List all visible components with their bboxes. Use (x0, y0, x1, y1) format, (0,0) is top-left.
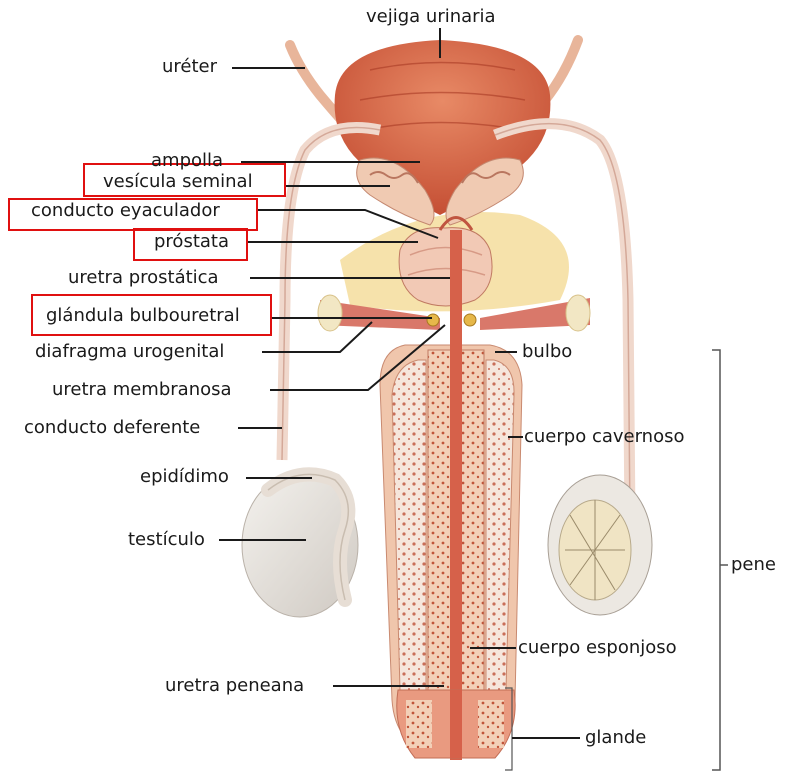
label-diafragma-urogenital: diafragma urogenital (35, 341, 224, 363)
bulbourethral-gland-left (427, 314, 439, 326)
label-uretra-prostatica: uretra prostática (68, 267, 219, 289)
label-glande: glande (585, 727, 646, 749)
label-vejiga-urinaria: vejiga urinaria (366, 6, 496, 28)
label-ampolla: ampolla (151, 150, 223, 172)
urethra (450, 230, 462, 760)
label-cuerpo-esponjoso: cuerpo esponjoso (518, 637, 677, 659)
label-uretra-membranosa: uretra membranosa (52, 379, 232, 401)
label-cuerpo-cavernoso: cuerpo cavernoso (524, 426, 685, 448)
label-vesicula-seminal: vesícula seminal (103, 171, 253, 193)
label-uretra-peneana: uretra peneana (165, 675, 304, 697)
label-prostata: próstata (154, 231, 229, 253)
label-epididimo: epidídimo (140, 466, 229, 488)
label-bulbo: bulbo (522, 341, 572, 363)
label-conducto-deferente: conducto deferente (24, 417, 200, 439)
label-pene: pene (731, 554, 776, 576)
prostate (399, 228, 492, 306)
pene-bracket (712, 350, 720, 770)
label-conducto-eyaculador: conducto eyaculador (31, 200, 220, 222)
bulbourethral-gland-right (464, 314, 476, 326)
label-glandula-bulbouretral: glándula bulbouretral (46, 305, 240, 327)
label-testiculo: testículo (128, 529, 205, 551)
label-ureter: uréter (162, 56, 217, 78)
